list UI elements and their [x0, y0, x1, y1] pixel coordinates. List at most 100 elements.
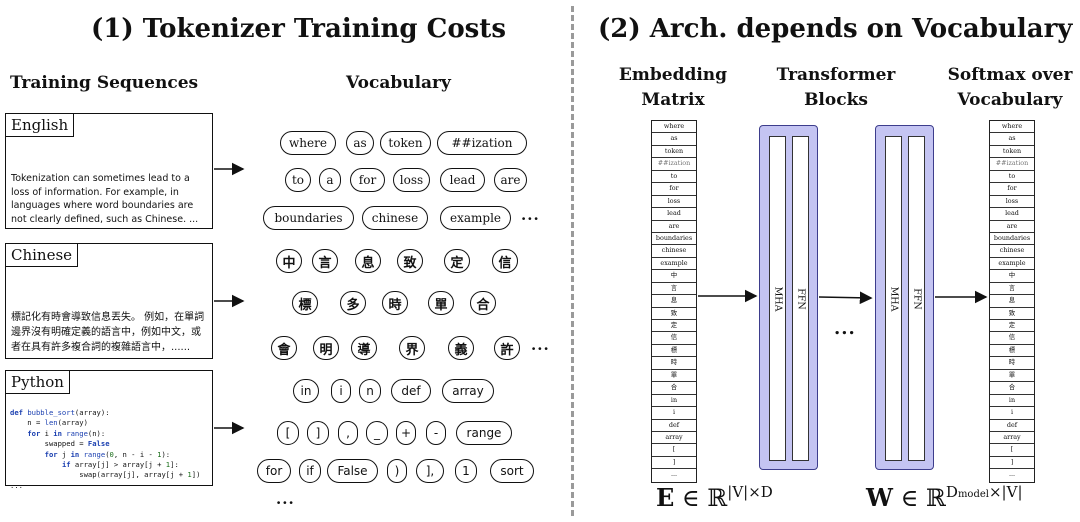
ffn-layer: FFN — [792, 136, 809, 461]
training-sequences-heading: Training Sequences — [10, 73, 199, 93]
vocab-token: to — [285, 168, 311, 192]
vocab-token: ) — [387, 459, 407, 483]
vocab-token: 合 — [470, 291, 496, 315]
matrix-row: 息 — [990, 295, 1034, 308]
vocab-token: 單 — [428, 291, 454, 315]
matrix-row: example — [652, 258, 696, 271]
matrix-row: as — [652, 133, 696, 146]
vocab-token: as — [346, 131, 374, 155]
python-vocab-ellipsis: ... — [276, 490, 295, 508]
chinese-label: Chinese — [6, 244, 79, 267]
formula-e-sup: |V|×D — [727, 483, 773, 501]
formula-w-sub: model — [957, 489, 989, 500]
english-text: Tokenization can sometimes lead to a los… — [11, 173, 199, 225]
right-title: (2) Arch. depends on Vocabulary — [598, 14, 1073, 44]
vocab-token: example — [440, 206, 511, 230]
vocabulary-heading: Vocabulary — [346, 73, 451, 93]
vocab-token: 信 — [492, 249, 518, 273]
matrix-row: ... — [1008, 470, 1016, 479]
matrix-row: 時 — [990, 357, 1034, 370]
chinese-sequence-box: Chinese 標記化有時會導致信息丟失。 例如，在單詞邊界沒有明確定義的語言中… — [5, 243, 213, 359]
vocab-token: def — [391, 379, 431, 403]
matrix-row: 標 — [652, 345, 696, 358]
vocab-token: boundaries — [263, 206, 354, 230]
transformer-ellipsis: ... — [834, 318, 856, 339]
transformer-heading: Transformer Blocks — [776, 63, 896, 113]
matrix-row: ] — [652, 457, 696, 470]
vocab-token: 義 — [448, 336, 474, 360]
matrix-row: boundaries — [990, 233, 1034, 246]
matrix-row: are — [990, 221, 1034, 233]
matrix-row: where — [990, 121, 1034, 134]
vocab-token: 明 — [313, 336, 339, 360]
matrix-row: boundaries — [652, 233, 696, 246]
matrix-row: [ — [990, 444, 1034, 457]
vocab-token: for — [257, 459, 291, 483]
embedding-heading-line2: Matrix — [641, 90, 705, 110]
python-sequence-box: Python def bubble_sort(array): n = len(a… — [5, 370, 213, 490]
mha-layer: MHA — [885, 136, 902, 461]
matrix-row: 中 — [652, 270, 696, 283]
vocab-token: lead — [440, 168, 485, 192]
matrix-row: 息 — [652, 295, 696, 308]
formula-w-symbol: W — [866, 483, 893, 512]
matrix-row: lead — [990, 208, 1034, 221]
formula-w-sup-pre: D — [945, 483, 958, 501]
softmax-heading-line1: Softmax over — [947, 65, 1073, 85]
matrix-row: token — [652, 146, 696, 159]
vocab-token: , — [338, 421, 358, 445]
vocab-token: 許 — [494, 336, 520, 360]
matrix-row: 致 — [652, 308, 696, 320]
matrix-row: 信 — [652, 332, 696, 345]
vocab-token: 息 — [355, 249, 381, 273]
mha-layer: MHA — [769, 136, 786, 461]
matrix-row: i — [990, 407, 1034, 420]
matrix-row: in — [990, 395, 1034, 408]
matrix-row: are — [652, 221, 696, 233]
vocab-token: i — [331, 379, 351, 403]
vocab-token: ], — [416, 459, 444, 483]
matrix-row: loss — [990, 196, 1034, 209]
vocab-token: in — [293, 379, 319, 403]
softmax-heading: Softmax over Vocabulary — [945, 63, 1075, 113]
matrix-row: 定 — [990, 320, 1034, 333]
matrix-row: token — [990, 146, 1034, 159]
chinese-text: 標記化有時會導致信息丟失。 例如，在單詞邊界沒有明確定義的語言中，例如中文，或者… — [11, 312, 205, 353]
matrix-row: def — [652, 420, 696, 432]
vocab-token: 定 — [444, 249, 470, 273]
matrix-row: 定 — [652, 320, 696, 333]
vocab-token: are — [494, 168, 527, 192]
vocab-token: range — [456, 421, 512, 445]
vocab-token: 會 — [271, 336, 297, 360]
vocab-token: sort — [490, 459, 534, 483]
embedding-heading: Embedding Matrix — [603, 63, 743, 113]
left-title: (1) Tokenizer Training Costs — [91, 14, 506, 44]
vocab-token: 1 — [455, 459, 477, 483]
matrix-row: 合 — [990, 382, 1034, 395]
matrix-row: 時 — [652, 357, 696, 370]
matrix-row: to — [990, 171, 1034, 184]
matrix-row: loss — [652, 196, 696, 209]
vocab-token: - — [426, 421, 446, 445]
matrix-row: chinese — [652, 245, 696, 258]
block-to-ellipsis-arrow — [818, 291, 873, 305]
vocab-token: 言 — [312, 249, 338, 273]
matrix-row: ... — [670, 470, 678, 479]
transformer-heading-line1: Transformer — [776, 65, 896, 85]
matrix-row: lead — [652, 208, 696, 221]
matrix-row: array — [652, 432, 696, 445]
matrix-row: 中 — [990, 270, 1034, 283]
transformer-block-1: MHA FFN — [759, 125, 818, 470]
transformer-block-2: MHA FFN — [875, 125, 934, 470]
matrix-row: in — [652, 395, 696, 408]
formula-w-sup-post: ×|V| — [988, 483, 1023, 501]
vocab-token: loss — [393, 168, 430, 192]
matrix-row: 單 — [652, 370, 696, 383]
vocab-token: where — [280, 131, 336, 155]
formula-e-in: ∈ ℝ — [674, 484, 728, 512]
matrix-row: chinese — [990, 245, 1034, 258]
matrix-row: array — [990, 432, 1034, 445]
